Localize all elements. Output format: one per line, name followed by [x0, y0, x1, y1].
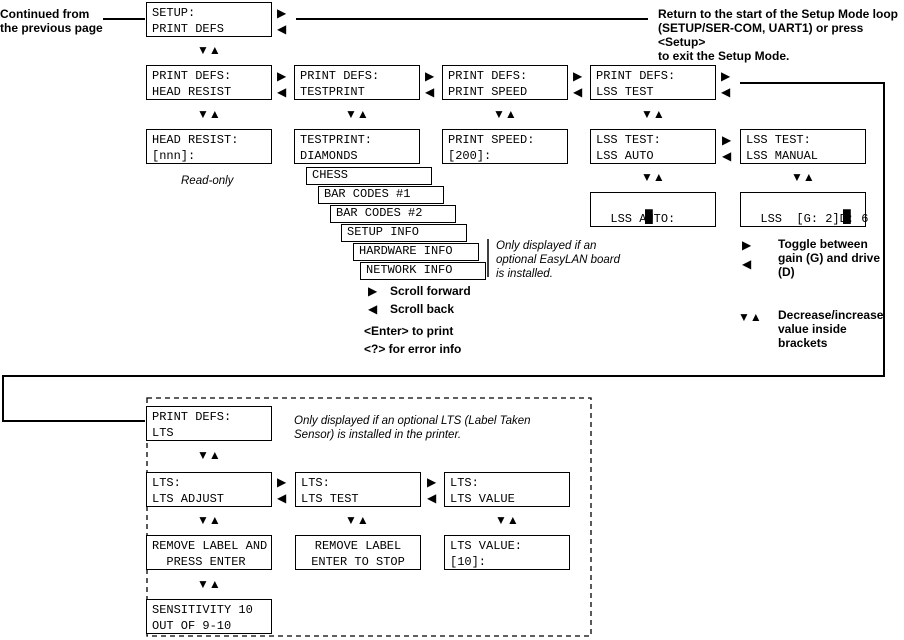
down-up-arrows-icon: ▼▲: [345, 513, 369, 527]
cursor-block: █: [645, 209, 653, 224]
print-defs-lss-test-box: PRINT DEFS: LSS TEST: [590, 65, 716, 100]
error-info-label: <?> for error info: [364, 342, 462, 356]
down-up-arrows-icon: ▼▲: [197, 43, 221, 57]
right-arrow-icon: ▶: [722, 133, 732, 147]
lss-test-auto-box: LSS TEST: LSS AUTO: [590, 129, 716, 164]
lss-test-manual-box: LSS TEST: LSS MANUAL: [740, 129, 866, 164]
read-only-note: Read-only: [181, 175, 234, 187]
right-arrow-icon: ▶: [368, 284, 378, 298]
right-arrow-icon: ▶: [721, 69, 731, 83]
left-arrow-icon: ◀: [722, 149, 732, 163]
left-arrow-icon: ◀: [427, 491, 437, 505]
down-up-arrows-icon: ▼▲: [791, 170, 815, 184]
lts-note: Only displayed if an optional LTS (Label…: [294, 415, 531, 441]
right-arrow-icon: ▶: [573, 69, 583, 83]
right-arrow-icon: ▶: [277, 475, 287, 489]
down-up-arrows-icon: ▼▲: [493, 107, 517, 121]
print-defs-lts-box: PRINT DEFS: LTS: [146, 406, 272, 441]
down-up-arrows-icon: ▼▲: [738, 310, 762, 324]
right-arrow-icon: ▶: [277, 69, 287, 83]
lts-test-box: LTS: LTS TEST: [295, 472, 421, 507]
left-arrow-icon: ◀: [368, 302, 378, 316]
scroll-back-label: Scroll back: [390, 302, 455, 316]
down-up-arrows-icon: ▼▲: [197, 107, 221, 121]
down-up-arrows-icon: ▼▲: [197, 513, 221, 527]
lts-value-input-box: LTS VALUE: [10]:: [444, 535, 570, 570]
remove-label-press-enter-box: REMOVE LABEL AND PRESS ENTER: [146, 535, 272, 570]
left-arrow-icon: ◀: [425, 85, 435, 99]
bar-codes-1-box: BAR CODES #1: [318, 186, 444, 204]
right-arrow-icon: ▶: [277, 6, 287, 20]
setup-print-defs-box: SETUP: PRINT DEFS: [146, 2, 272, 37]
down-up-arrows-icon: ▼▲: [197, 448, 221, 462]
print-defs-print-speed-box: PRINT DEFS: PRINT SPEED: [442, 65, 568, 100]
lts-adjust-box: LTS: LTS ADJUST: [146, 472, 272, 507]
lss-auto-box: LSS AUTO:█: [590, 192, 716, 227]
sensitivity-box: SENSITIVITY 10 OUT OF 9-10: [146, 599, 272, 634]
print-speed-box: PRINT SPEED: [200]:: [442, 129, 568, 164]
left-arrow-icon: ◀: [277, 85, 287, 99]
lss-manual-box: LSS [G: 2]D: 6█: [740, 192, 868, 227]
left-arrow-icon: ◀: [277, 22, 287, 36]
head-resist-box: HEAD RESIST: [nnn]:: [146, 129, 272, 164]
right-arrow-icon: ▶: [427, 475, 437, 489]
remove-label-enter-stop-box: REMOVE LABEL ENTER TO STOP: [295, 535, 421, 570]
left-arrow-icon: ◀: [742, 257, 752, 271]
down-up-arrows-icon: ▼▲: [641, 170, 665, 184]
enter-to-print-label: <Enter> to print: [364, 324, 454, 338]
scroll-forward-label: Scroll forward: [390, 284, 471, 298]
right-arrow-icon: ▶: [742, 238, 752, 252]
print-defs-testprint-box: PRINT DEFS: TESTPRINT: [294, 65, 420, 100]
lts-value-box: LTS: LTS VALUE: [444, 472, 570, 507]
down-up-arrows-icon: ▼▲: [345, 107, 369, 121]
return-note: Return to the start of the Setup Mode lo…: [658, 7, 898, 63]
print-defs-head-resist-box: PRINT DEFS: HEAD RESIST: [146, 65, 272, 100]
left-arrow-icon: ◀: [721, 85, 731, 99]
network-info-box: NETWORK INFO: [360, 262, 486, 280]
testprint-diamonds-box: TESTPRINT: DIAMONDS: [294, 129, 420, 164]
setup-info-box: SETUP INFO: [341, 224, 467, 242]
left-arrow-icon: ◀: [573, 85, 583, 99]
down-up-arrows-icon: ▼▲: [495, 513, 519, 527]
chess-box: CHESS: [306, 167, 432, 185]
down-up-arrows-icon: ▼▲: [641, 107, 665, 121]
left-arrow-icon: ◀: [277, 491, 287, 505]
hardware-info-box: HARDWARE INFO: [353, 243, 479, 261]
down-up-arrows-icon: ▼▲: [197, 577, 221, 591]
right-arrow-icon: ▶: [425, 69, 435, 83]
bar-codes-2-box: BAR CODES #2: [330, 205, 456, 223]
cursor-block: █: [843, 209, 851, 224]
